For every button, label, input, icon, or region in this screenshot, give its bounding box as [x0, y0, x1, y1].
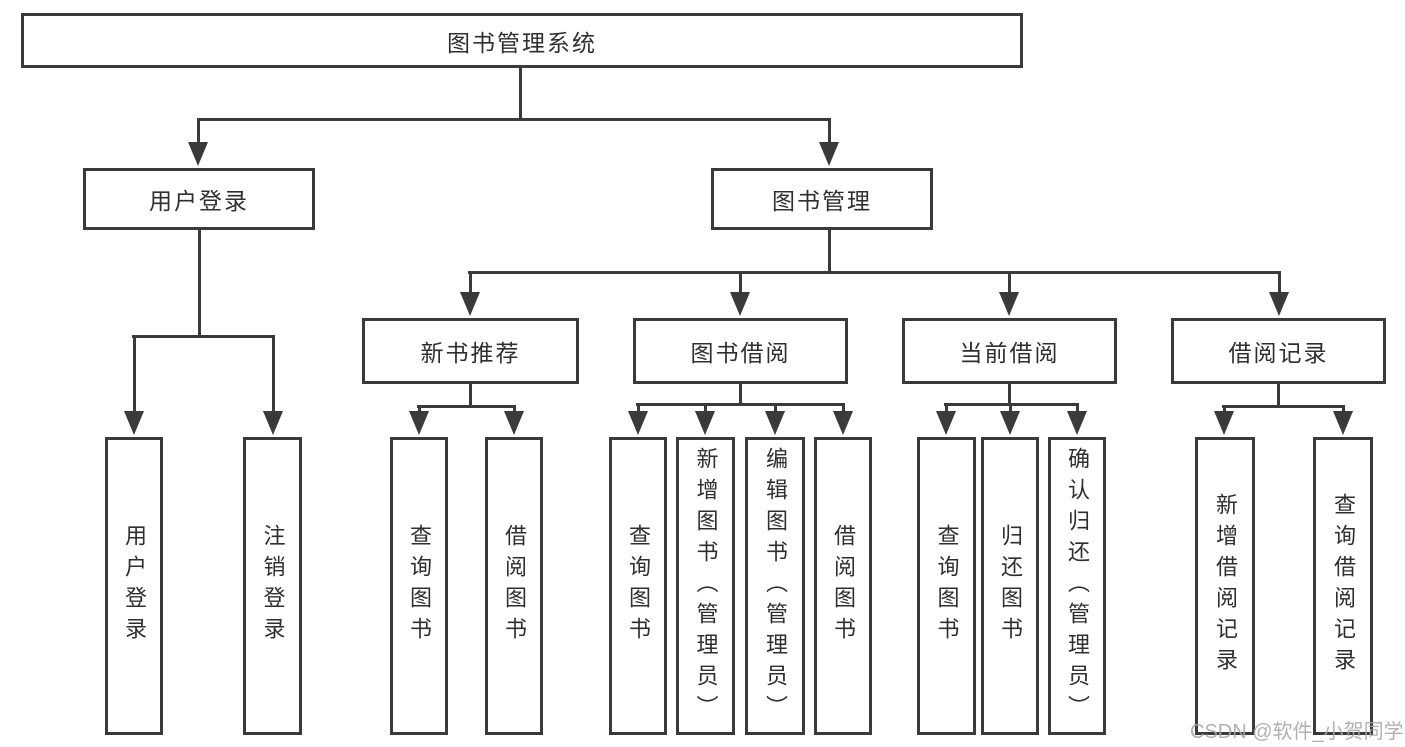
node-borrow-record: 借阅记录 — [1171, 318, 1386, 384]
arrow-down-icon — [504, 411, 524, 435]
connector-borrow-record-stem — [1277, 382, 1280, 407]
connector-arrow-line — [842, 403, 845, 417]
node-book-borrow: 图书借阅 — [633, 318, 848, 384]
arrow-down-icon — [695, 411, 715, 435]
leaf-borrow-book: 借阅图书 — [814, 437, 872, 735]
csdn-watermark: CSDN @软件_小贺同学 — [1190, 721, 1404, 743]
arrow-down-icon — [1214, 411, 1234, 435]
leaf-label: 借阅图书 — [502, 524, 527, 648]
arrow-down-icon — [628, 411, 648, 435]
leaf-label: 编辑图书（管理员） — [763, 446, 788, 726]
connector-root-stem — [519, 66, 522, 120]
connector-arrow-line — [469, 271, 472, 296]
connector-arrow-line — [704, 403, 707, 417]
arrow-down-icon — [188, 142, 208, 166]
node-book-mgmt-label: 图书管理 — [772, 188, 872, 214]
leaf-user-login: 用户登录 — [105, 437, 163, 735]
node-new-book-label: 新书推荐 — [420, 340, 521, 366]
node-user-login: 用户登录 — [83, 168, 315, 230]
arrow-down-icon — [936, 411, 956, 435]
arrow-down-icon — [263, 411, 283, 435]
node-book-borrow-label: 图书借阅 — [690, 340, 791, 366]
leaf-label: 用户登录 — [122, 524, 147, 648]
leaf-label: 确认归还（管理员） — [1065, 446, 1090, 726]
arrow-down-icon — [1269, 292, 1289, 316]
leaf-return-book: 归还图书 — [981, 437, 1039, 735]
leaf-label: 注销登录 — [260, 524, 286, 648]
leaf-label: 查询图书 — [934, 524, 960, 648]
arrow-down-icon — [999, 292, 1019, 316]
node-root-label: 图书管理系统 — [447, 29, 597, 56]
arrow-down-icon — [833, 411, 853, 435]
connector-arrow-line — [774, 403, 777, 417]
node-current-borrow-label: 当前借阅 — [959, 340, 1060, 366]
leaf-label: 新增图书（管理员） — [693, 446, 719, 726]
connector-arrow-line — [637, 403, 640, 417]
connector-arrow-line — [133, 335, 136, 415]
connector-arrow-line — [197, 118, 200, 146]
leaf-label: 查询借阅记录 — [1331, 493, 1356, 679]
leaf-logout: 注销登录 — [243, 437, 302, 735]
arrow-down-icon — [1067, 411, 1087, 435]
leaf-borrow-query-book: 查询图书 — [609, 437, 667, 735]
arrow-down-icon — [460, 292, 480, 316]
connector-level2-branch — [197, 118, 831, 121]
leaf-label: 查询图书 — [407, 524, 432, 648]
leaf-label: 新增借阅记录 — [1213, 493, 1238, 679]
connector-book-borrow-stem — [739, 382, 742, 405]
connector-current-borrow-stem — [1008, 382, 1011, 405]
node-user-login-label: 用户登录 — [149, 188, 249, 214]
node-borrow-record-label: 借阅记录 — [1228, 340, 1329, 366]
arrow-down-icon — [124, 411, 144, 435]
connector-user-login-stem — [198, 228, 201, 337]
connector-level3-branch — [468, 271, 1281, 274]
connector-borrow-record-split — [1222, 405, 1345, 408]
connector-new-book-stem — [469, 382, 472, 407]
arrow-down-icon — [765, 411, 785, 435]
leaf-label: 借阅图书 — [831, 524, 856, 648]
leaf-newbook-borrow-book: 借阅图书 — [485, 437, 543, 735]
node-root: 图书管理系统 — [21, 13, 1023, 68]
leaf-label: 查询图书 — [626, 524, 651, 648]
connector-arrow-line — [739, 271, 742, 296]
connector-book-mgmt-stem — [828, 228, 831, 273]
leaf-query-borrow-record: 查询借阅记录 — [1313, 437, 1373, 735]
node-book-mgmt: 图书管理 — [711, 168, 933, 230]
connector-arrow-line — [945, 403, 948, 417]
arrow-down-icon — [409, 411, 429, 435]
connector-arrow-line — [272, 335, 275, 415]
leaf-confirm-return-admin: 确认归还（管理员） — [1048, 437, 1106, 735]
connector-arrow-line — [828, 118, 831, 146]
arrow-down-icon — [730, 292, 750, 316]
leaf-label: 归还图书 — [998, 524, 1023, 648]
connector-arrow-line — [1008, 271, 1011, 296]
leaf-edit-book-admin: 编辑图书（管理员） — [745, 437, 805, 735]
leaf-newbook-query-book: 查询图书 — [390, 437, 448, 735]
node-current-borrow: 当前借阅 — [902, 318, 1117, 384]
connector-arrow-line — [1278, 271, 1281, 296]
connector-arrow-line — [1009, 403, 1012, 417]
arrow-down-icon — [1000, 411, 1020, 435]
connector-book-borrow-split — [636, 403, 845, 406]
node-new-book-recommend: 新书推荐 — [362, 318, 579, 384]
connector-arrow-line — [1076, 403, 1079, 417]
leaf-add-book-admin: 新增图书（管理员） — [676, 437, 735, 735]
leaf-add-borrow-record: 新增借阅记录 — [1195, 437, 1255, 735]
connector-user-login-split — [132, 335, 275, 338]
leaf-current-query-book: 查询图书 — [917, 437, 976, 735]
arrow-down-icon — [819, 142, 839, 166]
connector-new-book-split — [417, 405, 516, 408]
arrow-down-icon — [1333, 411, 1353, 435]
